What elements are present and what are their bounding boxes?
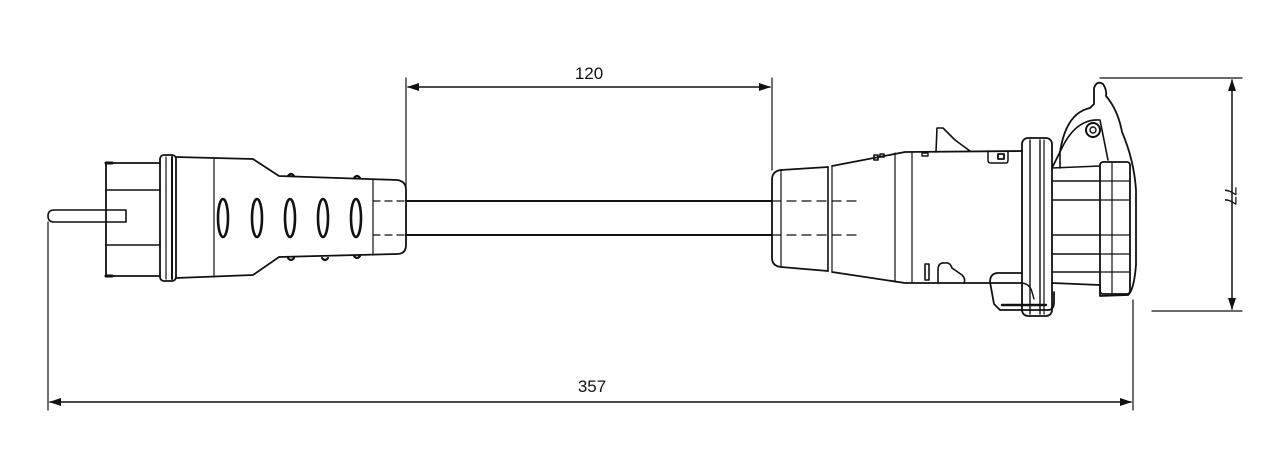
grip-slot (283, 197, 297, 239)
dimension-overall-length: 357 (47, 221, 1134, 411)
grip-slot (349, 197, 363, 239)
grip-slot (316, 197, 330, 239)
grip-slot (250, 197, 264, 239)
dimension-cable-length: 120 (405, 64, 773, 191)
dimension-label-357: 357 (578, 377, 606, 396)
coupler-socket (771, 81, 1137, 317)
cable (405, 200, 773, 236)
dimension-coupler-height: 77 (1099, 77, 1243, 312)
dimension-label-77: 77 (1221, 187, 1240, 206)
plug (47, 154, 407, 282)
dimension-label-120: 120 (575, 64, 603, 83)
grip-slot (216, 197, 230, 239)
